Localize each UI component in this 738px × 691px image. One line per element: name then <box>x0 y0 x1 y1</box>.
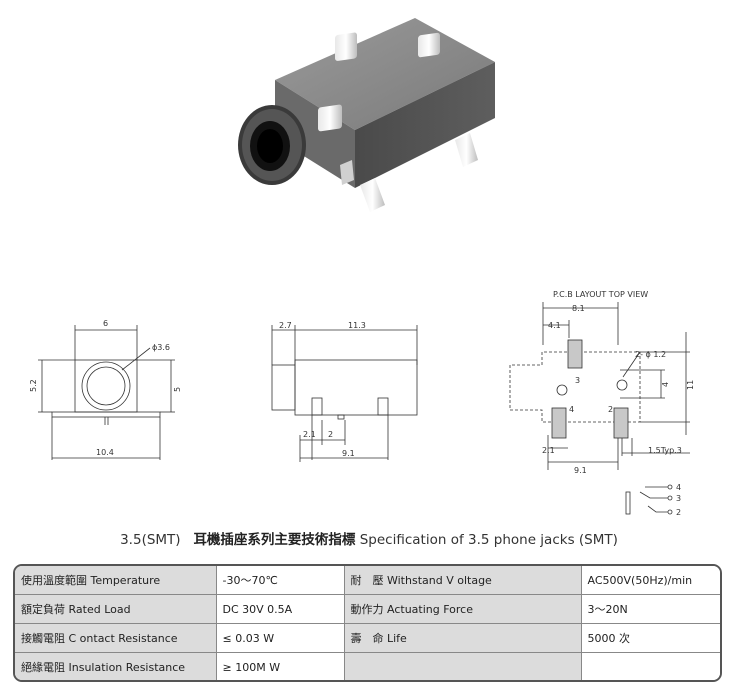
dim-front-width: 6 <box>103 319 108 328</box>
spec-label-life: 壽 命 Life <box>343 623 582 653</box>
table-row: 使用溫度範圍 Temperature -30～70℃ 耐 壓 Withstand… <box>15 566 720 595</box>
spec-value-rated-load: DC 30V 0.5A <box>215 594 345 624</box>
schematic-symbol <box>625 484 673 515</box>
technical-drawings: 6 ϕ3.6 5.2 5 10.4 2.7 11.3 2.1 2 9.1 P.C… <box>29 290 695 517</box>
table-row: 額定負荷 Rated Load DC 30V 0.5A 動作力 Actuatin… <box>15 594 720 624</box>
dim-pcb-typ: 1.5Typ.3 <box>648 446 682 455</box>
spec-label-rated-load: 額定負荷 Rated Load <box>15 594 217 624</box>
spec-title: 3.5(SMT) 耳機插座系列主要技術指標 Specification of 3… <box>0 528 738 548</box>
front-view <box>38 325 175 460</box>
spec-title-cjk: 耳機插座系列主要技術指標 <box>193 532 356 548</box>
spec-value-contact-resistance: ≤ 0.03 W <box>215 623 345 653</box>
dim-front-height-left: 5.2 <box>29 379 38 392</box>
spec-value-insulation-resistance: ≥ 100M W <box>215 652 345 680</box>
spec-title-english: Specification of 3.5 phone jacks (SMT) <box>359 532 618 548</box>
spec-label-withstand-voltage: 耐 壓 Withstand V oltage <box>343 566 582 595</box>
dim-front-height-right: 5 <box>173 387 182 392</box>
table-row: 接觸電阻 C ontact Resistance ≤ 0.03 W 壽 命 Li… <box>15 623 720 653</box>
spec-label-insulation-resistance: 絕緣電阻 Insulation Resistance <box>15 652 217 680</box>
spec-value-life: 5000 次 <box>580 623 720 653</box>
pcb-pad-3-label: 3 <box>575 376 580 385</box>
spec-value-withstand-voltage: AC500V(50Hz)/min <box>580 566 720 595</box>
dim-pcb-4-1: 4.1 <box>548 321 561 330</box>
pcb-pad-4-label: 4 <box>569 405 574 414</box>
dim-pcb-4: 4 <box>661 382 670 387</box>
spec-value-actuating-force: 3～20N <box>580 594 720 624</box>
pcb-pads <box>551 339 629 439</box>
spec-label-actuating-force: 動作力 Actuating Force <box>343 594 582 624</box>
spec-table: 使用溫度範圍 Temperature -30～70℃ 耐 壓 Withstand… <box>13 564 722 682</box>
dim-front-dia: ϕ3.6 <box>152 343 170 352</box>
schematic-pin-3: 3 <box>676 494 681 503</box>
pcb-pad-2-label: 2 <box>608 405 613 414</box>
dim-side-pin-b: 2 <box>328 430 333 439</box>
dim-pcb-9-1: 9.1 <box>574 466 587 475</box>
spec-title-prefix: 3.5(SMT) <box>120 532 181 548</box>
dim-pcb-8-1: 8.1 <box>572 304 585 313</box>
spec-label-contact-resistance: 接觸電阻 C ontact Resistance <box>15 623 217 653</box>
dim-side-front-len: 2.7 <box>279 321 292 330</box>
dim-front-base: 10.4 <box>96 448 114 457</box>
dim-pcb-hole: 2- ϕ 1.2 <box>635 350 666 359</box>
spec-value-temperature: -30～70℃ <box>215 566 345 595</box>
product-photo <box>238 18 495 212</box>
dim-side-total: 9.1 <box>342 449 355 458</box>
dim-side-body-len: 11.3 <box>348 321 366 330</box>
spec-label-empty <box>343 652 582 680</box>
dim-pcb-2-1: 2.1 <box>542 446 555 455</box>
side-view <box>271 325 418 462</box>
dim-side-pin-a: 2.1 <box>303 430 316 439</box>
table-row: 絕緣電阻 Insulation Resistance ≥ 100M W <box>15 652 720 680</box>
schematic-pin-4: 4 <box>676 483 681 492</box>
pcb-layout-title: P.C.B LAYOUT TOP VIEW <box>553 290 648 299</box>
spec-label-temperature: 使用溫度範圍 Temperature <box>15 566 217 595</box>
spec-value-empty <box>580 652 720 680</box>
schematic-pin-2: 2 <box>676 508 681 517</box>
dim-pcb-11: 11 <box>686 380 695 390</box>
